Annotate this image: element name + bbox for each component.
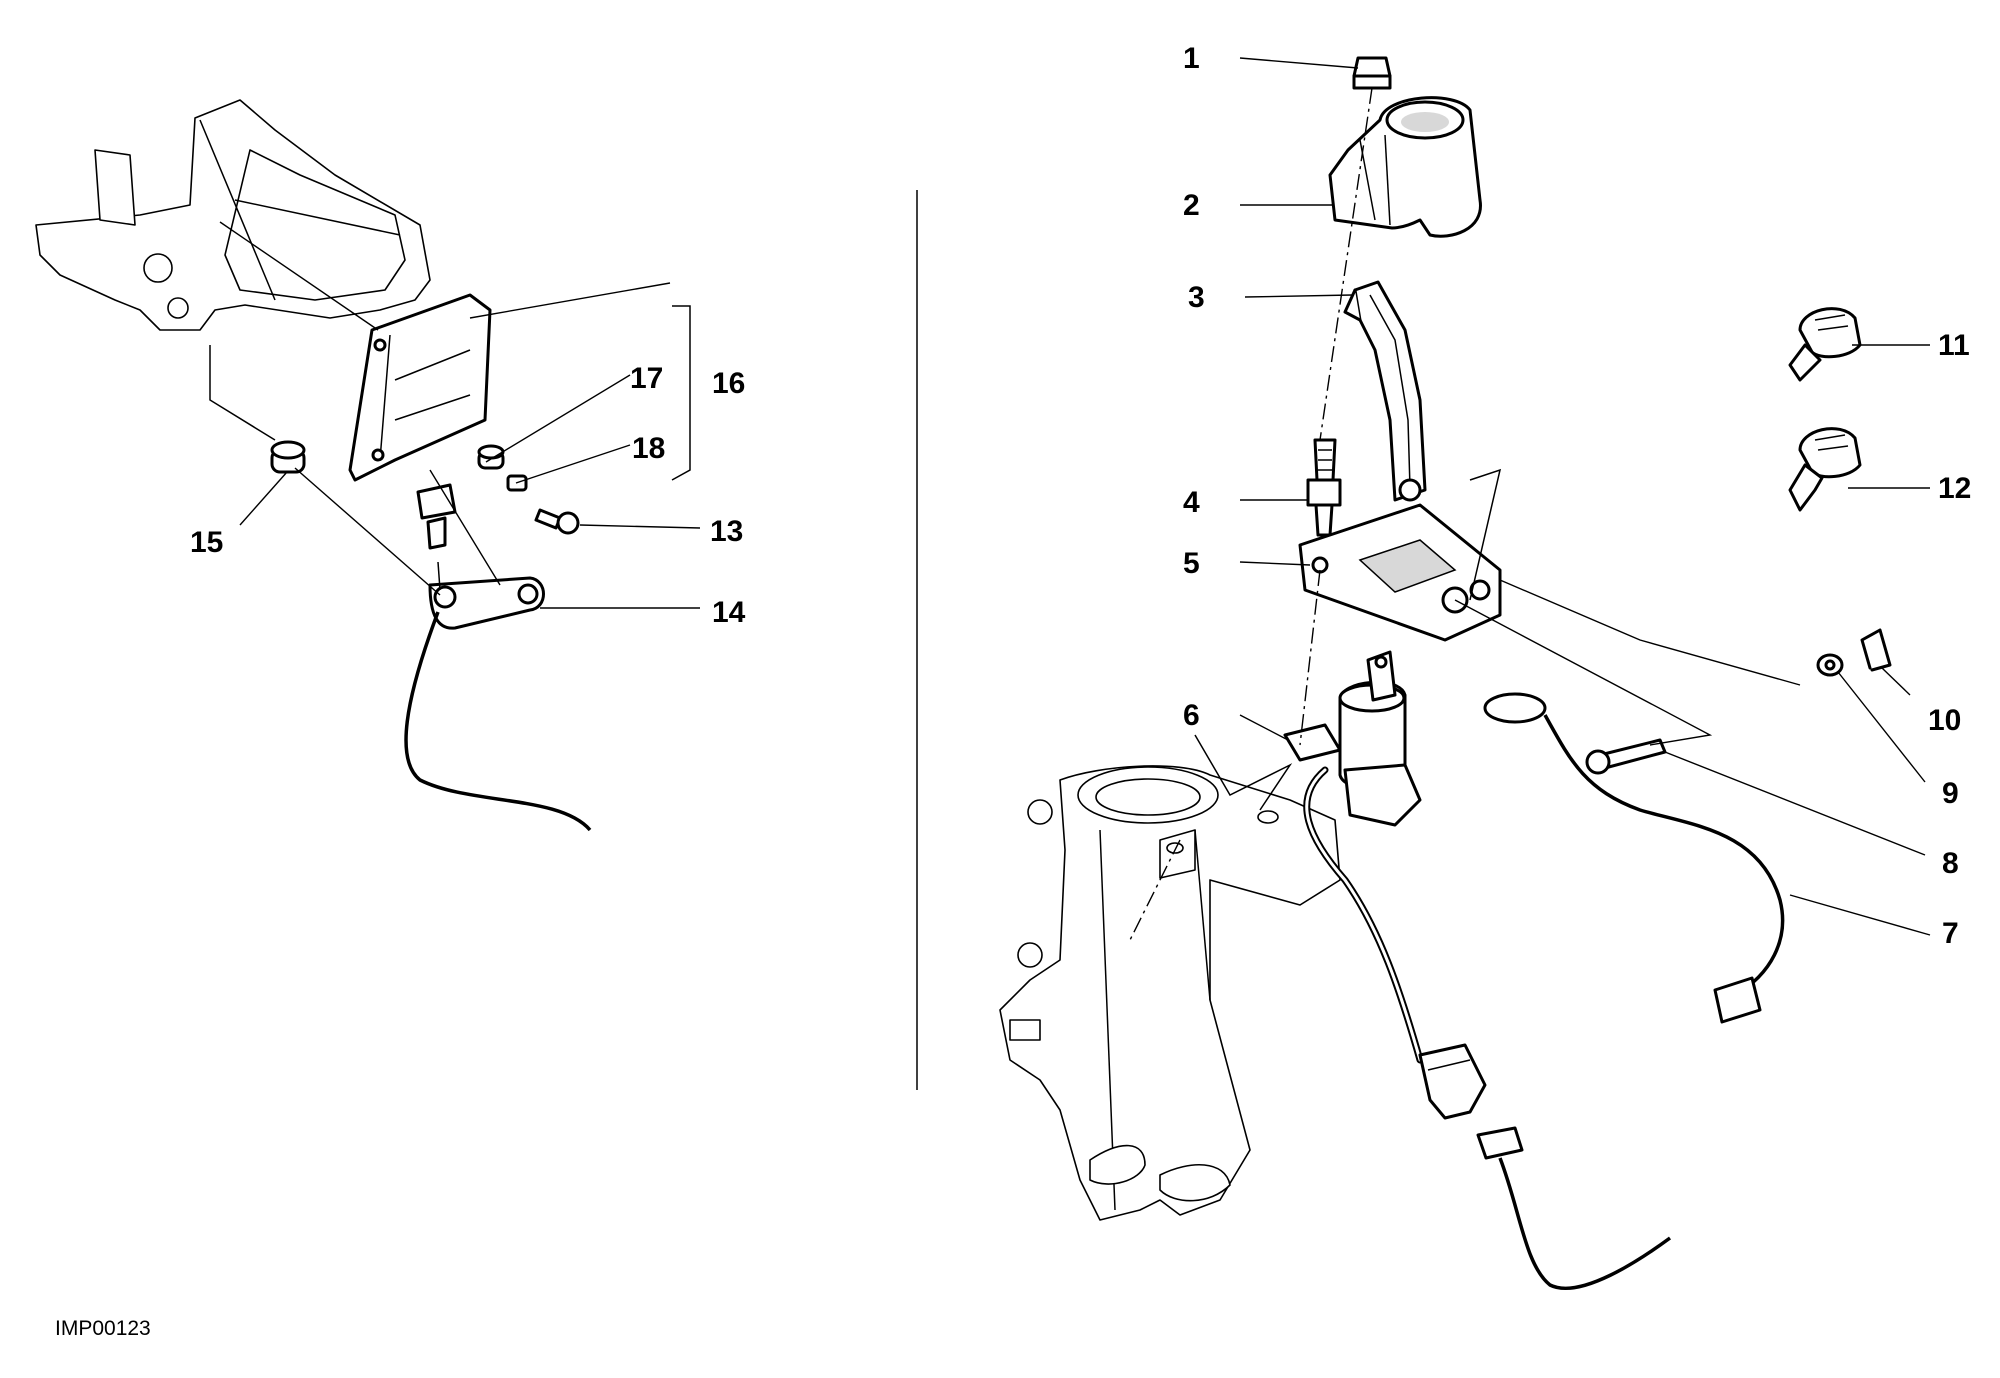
callout-label-14: 14	[712, 596, 746, 629]
rubber-grommet-17	[477, 444, 505, 470]
harness-connector-mating	[1476, 1126, 1524, 1160]
callout-label-18: 18	[632, 432, 665, 465]
callout-label-1: 1	[1183, 42, 1200, 75]
callout-label-12: 12	[1938, 472, 1971, 505]
spring-clip-10	[1860, 628, 1892, 672]
key-12	[1788, 427, 1862, 512]
washer-9	[1816, 653, 1844, 677]
callout-label-6: 6	[1183, 699, 1200, 732]
callout-label-5: 5	[1183, 547, 1200, 580]
right-leader-lines	[1129, 57, 1931, 941]
harness-connector-main	[1418, 1043, 1487, 1120]
callout-label-13: 13	[710, 515, 743, 548]
bracket-arm-3	[1343, 280, 1427, 502]
callout-label-2: 2	[1183, 189, 1200, 222]
harness-cable-tail	[1498, 1157, 1672, 1291]
ignition-switch-6	[1283, 650, 1422, 827]
left-leader-lines	[219, 221, 701, 609]
callout-label-15: 15	[190, 526, 223, 559]
left-frame-bracket	[35, 99, 431, 441]
ignition-cover-2	[1328, 96, 1482, 238]
frame-headstock	[999, 734, 1341, 1221]
screw-13	[534, 508, 580, 535]
callout-label-11: 11	[1938, 329, 1970, 362]
connector-plug-small	[416, 483, 457, 550]
callout-label-10: 10	[1928, 704, 1961, 737]
callout-label-4: 4	[1183, 486, 1200, 519]
mounting-plate-5	[1298, 503, 1502, 642]
sensor-cable-left	[404, 611, 592, 832]
callout-label-17: 17	[630, 362, 663, 395]
key-11	[1788, 307, 1862, 382]
callout-label-16: 16	[712, 367, 745, 400]
callout-label-7: 7	[1942, 917, 1959, 950]
cap-nut-1	[1352, 56, 1392, 90]
antenna-ring-7	[1483, 692, 1785, 1024]
callout-label-3: 3	[1188, 281, 1205, 314]
stud-bolt-4	[1306, 438, 1342, 537]
bracket-link-14	[428, 576, 545, 630]
reference-code: IMP00123	[55, 1317, 151, 1340]
callout-label-9: 9	[1942, 777, 1959, 810]
rubber-grommet-15	[270, 440, 306, 474]
callout-label-8: 8	[1942, 847, 1959, 880]
ecu-control-unit	[348, 293, 492, 482]
